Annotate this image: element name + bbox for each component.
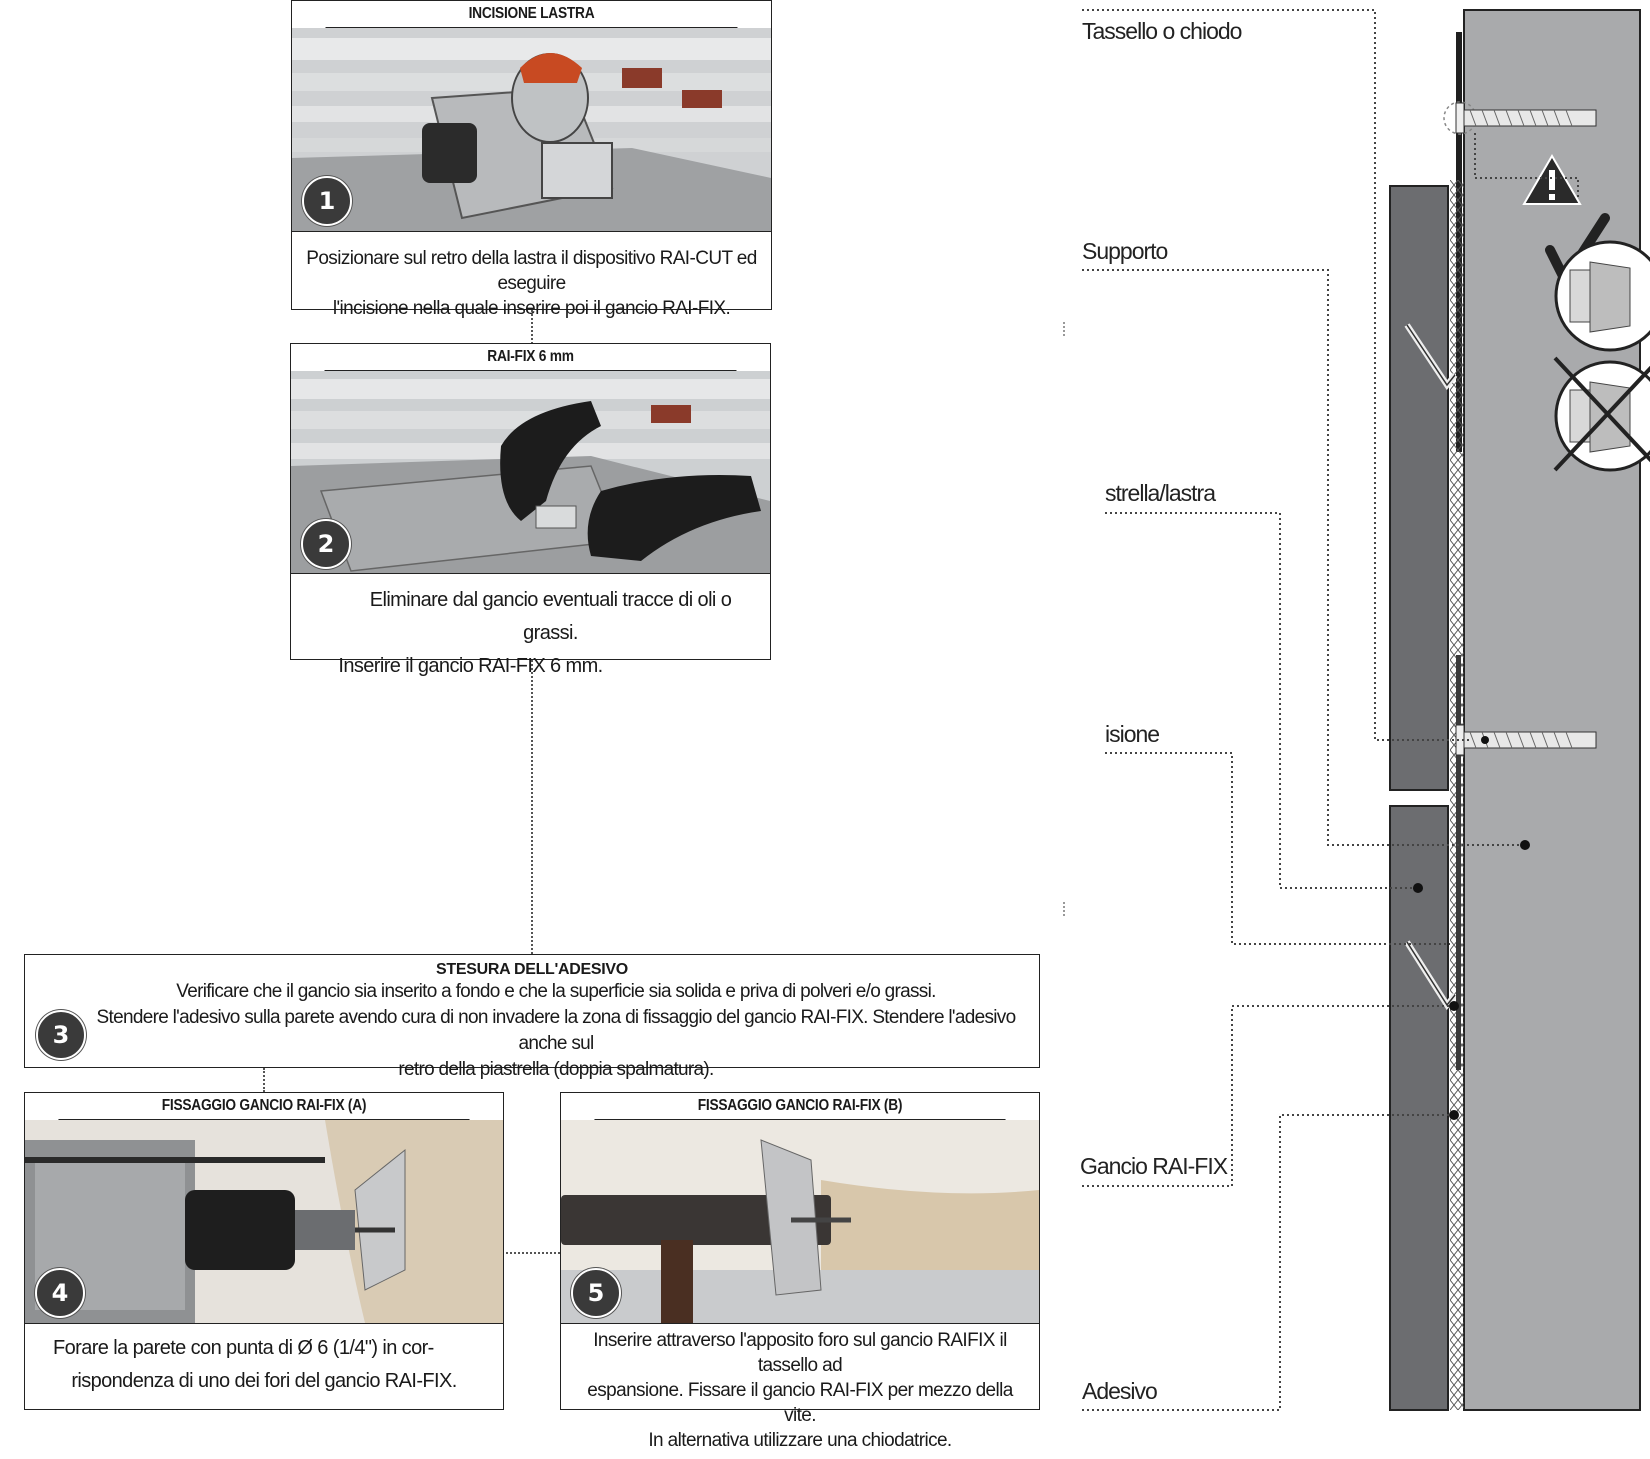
upper-tile: [1389, 185, 1449, 791]
step-1-title: INCISIONE LASTRA: [325, 1, 738, 28]
step-3-card: STESURA DELL'ADESIVO Verificare che il g…: [24, 954, 1040, 1080]
leader-adesivo: [1082, 1114, 1454, 1411]
step-2-caption: Eliminare dal gancio eventuali tracce di…: [291, 574, 770, 689]
step-3-caption-line-1: Verificare che il gancio sia inserito a …: [176, 981, 936, 1002]
step-4-caption-line-1: Forare la parete con punta di Ø 6 (1/4")…: [53, 1337, 434, 1359]
leader-dot-piastrella: [1413, 883, 1423, 893]
step-4-photo: 4: [25, 1120, 503, 1324]
step-5-card: FISSAGGIO GANCIO RAI-FIX (B) 5 Inserire …: [560, 1092, 1040, 1451]
step-1-caption: Posizionare sul retro della lastra il di…: [292, 232, 771, 327]
connector-4-5: [506, 1252, 560, 1254]
step-5-caption-line-3: In alternativa utilizzare una chiodatric…: [648, 1430, 952, 1451]
step-2-photo-art: [291, 371, 770, 573]
correct-check-icon: [1545, 213, 1650, 352]
upper-screw: [1443, 101, 1597, 135]
wrong-cross-icon: [1553, 356, 1650, 472]
leader-tassello: [1082, 9, 1470, 741]
separator-mark-bottom: [1063, 902, 1065, 916]
step-5-caption: Inserire attraverso l'apposito foro sul …: [561, 1324, 1039, 1459]
step-5-caption-line-2: espansione. Fissare il gancio RAI-FIX pe…: [587, 1380, 1013, 1426]
leader-piastrella: [1105, 512, 1418, 889]
label-gancio: Gancio RAI-FIX: [1080, 1153, 1228, 1179]
step-2-caption-line-2: Inserire il gancio RAI-FIX 6 mm.: [338, 655, 603, 677]
warning-icon: [1522, 154, 1582, 205]
step-2-card: RAI-FIX 6 mm 2 Eliminare dal gancio even…: [290, 343, 771, 677]
label-tassello: Tassello o chiodo: [1082, 18, 1242, 44]
upper-hook-outline: [1406, 324, 1456, 387]
leader-dot-adesivo: [1449, 1110, 1459, 1120]
lower-tile: [1389, 805, 1449, 1411]
connector-3-4: [263, 1068, 265, 1092]
step-4-title: FISSAGGIO GANCIO RAI-FIX (A): [58, 1093, 470, 1120]
step-5-title: FISSAGGIO GANCIO RAI-FIX (B): [594, 1093, 1006, 1120]
step-1-caption-line-1: Posizionare sul retro della lastra il di…: [306, 248, 757, 294]
leader-dot-incisione: [1449, 1001, 1459, 1011]
step-3-title: STESURA DELL'ADESIVO: [436, 961, 628, 978]
label-piastrella: strella/lastra: [1105, 480, 1216, 506]
step-1-card: INCISIONE LASTRA 1 Posizionare sul retro…: [291, 0, 772, 319]
step-3-caption: Verificare che il gancio sia inserito a …: [25, 979, 1039, 1083]
leader-incisione: [1105, 752, 1450, 945]
cross-section-diagram: [1082, 9, 1650, 1411]
step-3-number-badge: 3: [36, 1010, 86, 1060]
separator-mark-top: [1063, 322, 1065, 336]
step-4-card: FISSAGGIO GANCIO RAI-FIX (A) 4 Forare la…: [24, 1092, 504, 1410]
step-1-number-badge: 1: [302, 176, 352, 226]
step-5-photo: 5: [561, 1120, 1039, 1324]
step-2-photo: 2: [291, 371, 770, 574]
step-5-photo-art: [561, 1120, 1039, 1323]
warning-connector: [1474, 133, 1579, 200]
leader-dot-supporto: [1520, 840, 1530, 850]
step-5-caption-line-1: Inserire attraverso l'apposito foro sul …: [593, 1330, 1007, 1376]
step-4-number-badge: 4: [35, 1268, 85, 1318]
step-3-caption-line-2: Stendere l'adesivo sulla parete avendo c…: [96, 1007, 1017, 1054]
step-3-caption-line-3: retro della piastrella (doppia spalmatur…: [398, 1059, 714, 1080]
step-2-caption-line-1: Eliminare dal gancio eventuali tracce di…: [369, 589, 732, 644]
leader-lines: [1082, 9, 1525, 1411]
connector-2-3: [531, 660, 533, 954]
label-incisione: isione: [1105, 721, 1160, 747]
step-2-number-badge: 2: [301, 519, 351, 569]
step-4-photo-art: [25, 1120, 503, 1323]
step-5-number-badge: 5: [571, 1268, 621, 1318]
hook-plate-lower: [1456, 655, 1461, 1070]
step-1-photo-art: [292, 28, 771, 231]
step-1-caption-line-2: l'incisione nella quale inserire poi il …: [332, 298, 731, 319]
step-4-caption: Forare la parete con punta di Ø 6 (1/4")…: [25, 1324, 503, 1404]
wall-support: [1463, 9, 1641, 1411]
step-2-title: RAI-FIX 6 mm: [324, 344, 737, 371]
step-1-photo: 1: [292, 28, 771, 232]
step-4-caption-line-2: rispondenza di uno dei fori del gancio R…: [71, 1370, 457, 1392]
label-supporto: Supporto: [1082, 238, 1168, 264]
label-adesivo: Adesivo: [1082, 1378, 1158, 1404]
connector-1-2: [531, 310, 533, 344]
leader-gancio: [1082, 1005, 1454, 1187]
